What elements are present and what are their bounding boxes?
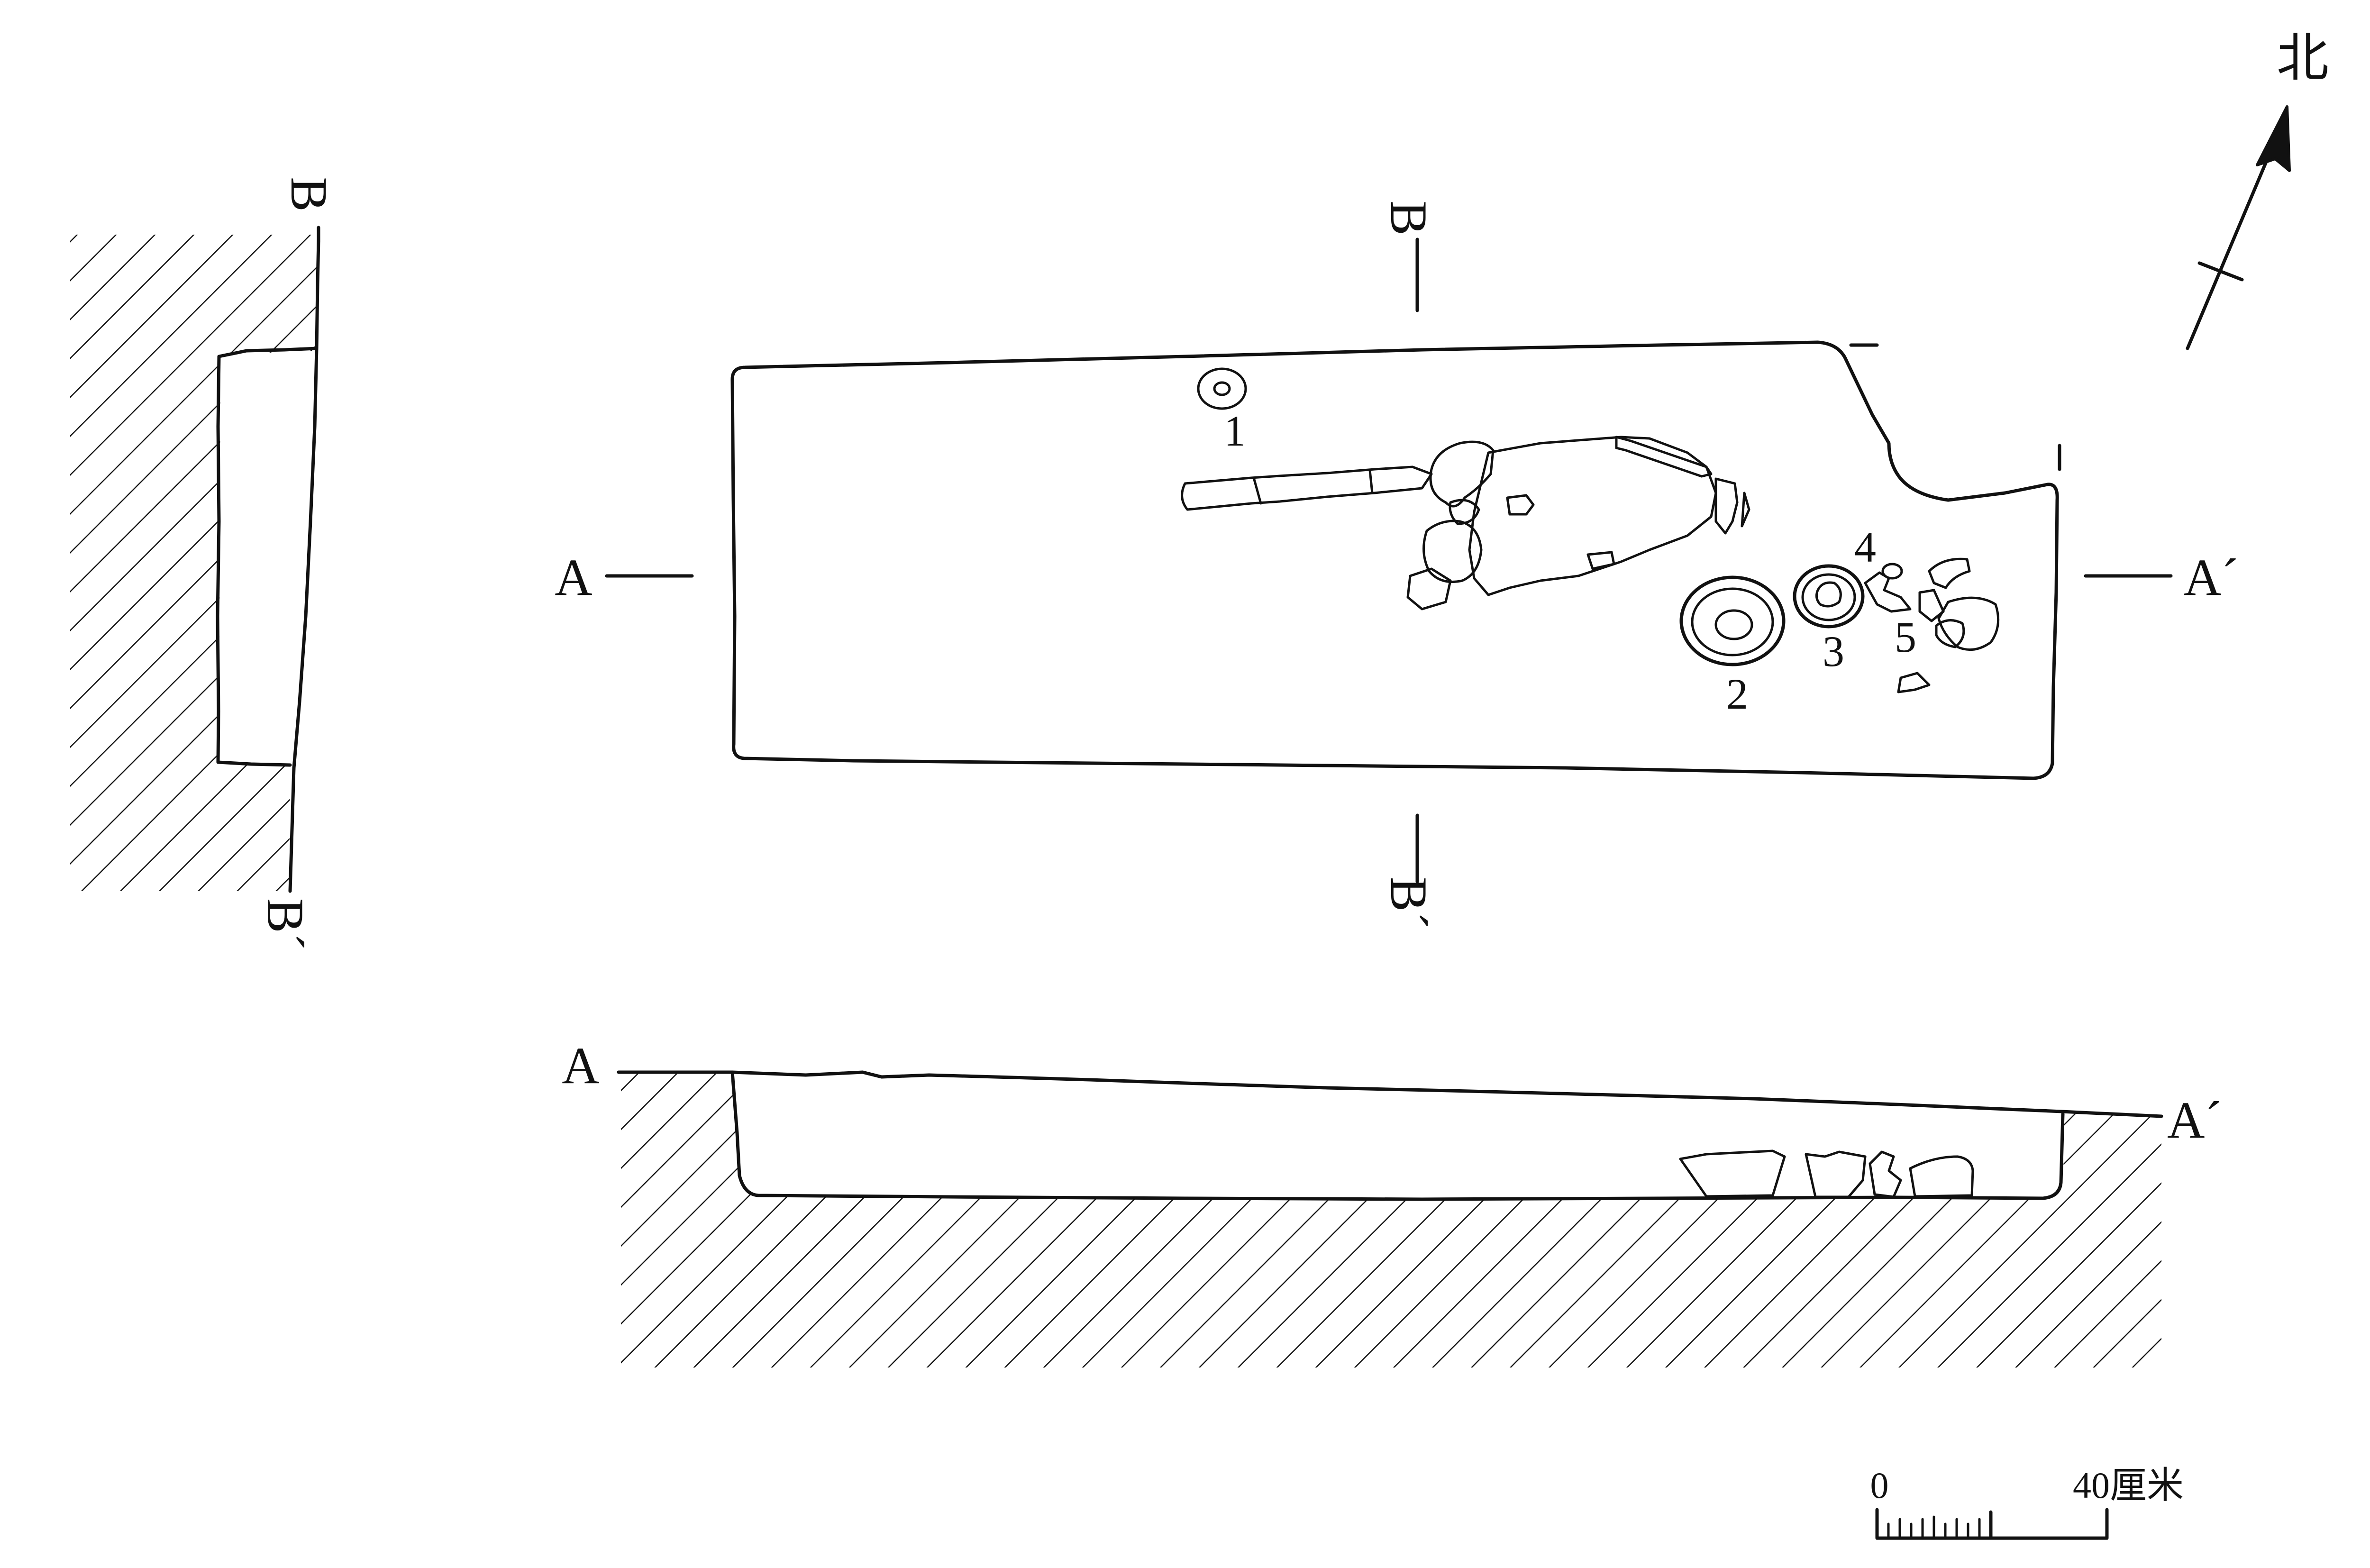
plan-label-b: B <box>1380 201 1438 235</box>
plan-label-a-prime: A´ <box>2184 548 2239 606</box>
artifact-5-shard-c <box>1937 596 2000 651</box>
a-section-hatch <box>621 1072 2161 1367</box>
b-section-profile <box>216 237 320 893</box>
a-section-artifact-5 <box>1909 1155 1974 1198</box>
artifact-2-label: 2 <box>1726 670 1748 718</box>
scale-bar-zero: 0 <box>1870 1465 1889 1506</box>
a-section-artifact-2 <box>1679 1149 1786 1198</box>
a-section-label-a-prime: A´ <box>2167 1091 2222 1149</box>
skeleton-scapula <box>1449 499 1480 525</box>
artifact-2-middle <box>1691 587 1774 656</box>
skeleton-bone-fragment <box>1586 551 1615 570</box>
artifact-5-shard-d <box>1935 619 1965 648</box>
north-arrow-head <box>2256 105 2291 172</box>
skeleton-leg-bone <box>1181 465 1433 511</box>
artifact-2-inner <box>1714 609 1753 640</box>
artifact-5-label: 5 <box>1895 613 1916 661</box>
plan-label-b-prime: B´ <box>1380 877 1438 929</box>
north-arrow-shaft <box>2186 150 2272 350</box>
skeleton-jaw <box>1406 567 1452 611</box>
skeleton-torso <box>1468 436 1717 596</box>
scale-bar-minor-ticks <box>1887 1515 1981 1540</box>
skeleton-knee <box>1252 476 1262 505</box>
artifact-5-fragment <box>1897 672 1931 693</box>
skeleton-ankle <box>1368 469 1374 494</box>
skeleton-ribs <box>1714 477 1750 535</box>
artifact-3: 3 <box>1793 564 1865 675</box>
artifact-1-label: 1 <box>1224 407 1246 455</box>
b-section-label-top: B <box>280 177 338 211</box>
section-b-b: B B´ <box>70 177 338 950</box>
artifact-4-label: 4 <box>1854 523 1876 571</box>
artifact-4: 4 <box>1854 523 1912 613</box>
skeleton-arm <box>1615 436 1713 478</box>
artifact-3-outer <box>1793 564 1865 629</box>
a-section-ground-line <box>617 1070 2163 1118</box>
section-a-a: A A´ <box>562 1037 2222 1367</box>
north-arrow-crossbar <box>2197 261 2244 282</box>
artifact-3-middle <box>1801 573 1856 621</box>
a-section-artifact-3 <box>1805 1150 1867 1198</box>
artifact-1-inner <box>1213 381 1231 396</box>
scale-bar: 0 40厘米 <box>1870 1465 2184 1540</box>
artifact-1-outer <box>1197 367 1247 410</box>
skeleton <box>1181 436 1750 611</box>
north-arrow: 北 <box>2186 29 2329 350</box>
artifact-2-outer <box>1679 575 1786 666</box>
skeleton-skull <box>1422 520 1483 583</box>
a-section-pit-profile <box>730 1070 2065 1201</box>
artifact-3-inner <box>1815 581 1842 608</box>
artifact-1: 1 <box>1197 367 1247 455</box>
artifact-5: 5 <box>1895 557 2000 693</box>
artifact-4-loop <box>1881 563 1903 580</box>
skeleton-vertebra <box>1506 494 1535 516</box>
b-section-hatch <box>70 235 320 891</box>
artifact-2: 2 <box>1679 575 1786 718</box>
plan-view: A A´ B B´ 1 <box>555 201 2239 929</box>
plan-label-a: A <box>555 548 592 606</box>
a-section-artifact-4 <box>1869 1150 1902 1198</box>
artifact-3-label: 3 <box>1823 627 1844 675</box>
b-section-label-bottom: B´ <box>256 898 314 950</box>
a-section-label-a: A <box>562 1037 599 1094</box>
pit-outline <box>730 340 2059 780</box>
north-label: 北 <box>2277 29 2329 87</box>
scale-bar-end: 40厘米 <box>2073 1465 2184 1506</box>
artifact-5-shard-b <box>1918 589 1945 622</box>
artifact-5-shard-a <box>1928 557 1971 589</box>
